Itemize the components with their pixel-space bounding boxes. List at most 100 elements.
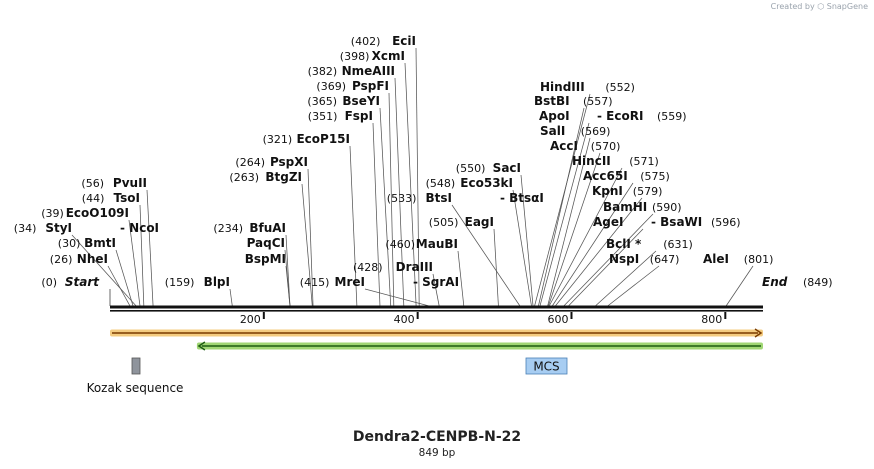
- site-connector: [301, 183, 313, 307]
- site-connector: [457, 250, 465, 307]
- site-enzyme-label: TsoI: [114, 191, 140, 205]
- site-connector: [285, 234, 291, 307]
- site-connector: [364, 288, 430, 307]
- site-position-label: (264): [235, 156, 265, 169]
- site-position-label: (351): [308, 110, 338, 123]
- ruler-tick-label: 200: [240, 313, 261, 326]
- site-enzyme-label: EcoO109I: [66, 206, 129, 220]
- site-enzyme-label: BfuAI: [249, 221, 286, 235]
- site-connector: [115, 249, 134, 307]
- site-position-label: (382): [308, 65, 338, 78]
- site-enzyme-label: AleI: [703, 252, 729, 266]
- site-enzyme-label: BseYI: [342, 94, 380, 108]
- site-connector: [534, 93, 591, 307]
- site-pair-label: - BtsαI: [500, 191, 544, 205]
- site-connector: [568, 228, 644, 307]
- site-position-label: (365): [307, 95, 337, 108]
- site-position-label: (575): [640, 170, 670, 183]
- site-connector: [372, 122, 381, 307]
- site-connector: [493, 228, 499, 307]
- site-position-label: (321): [263, 133, 293, 146]
- site-connector: [432, 273, 440, 307]
- site-enzyme-label: AgeI: [593, 215, 623, 229]
- site-enzyme-label: PspFI: [352, 79, 389, 93]
- site-enzyme-label: EciI: [392, 34, 416, 48]
- site-position-label: (428): [353, 261, 383, 274]
- site-position-label: (559): [657, 110, 687, 123]
- start-label: Start: [65, 275, 100, 289]
- ruler-tick-mark: [724, 312, 727, 319]
- site-connector: [451, 204, 521, 307]
- site-position-label: (647): [650, 253, 680, 266]
- sequence-length: 849 bp: [418, 447, 456, 459]
- site-enzyme-label: BspMI: [245, 252, 286, 266]
- site-connector: [551, 182, 634, 307]
- site-position-label: (571): [629, 155, 659, 168]
- site-position-label: (460): [385, 238, 415, 251]
- site-position-label: (801): [744, 253, 774, 266]
- site-pair-label: - NcoI: [120, 221, 159, 235]
- site-enzyme-label: FspI: [345, 109, 373, 123]
- site-position-label: (557): [583, 95, 613, 108]
- site-position-label: (398): [340, 50, 370, 63]
- ruler-tick-mark: [570, 312, 573, 319]
- site-enzyme-label: MauBI: [416, 237, 458, 251]
- site-position-label: (415): [300, 276, 330, 289]
- site-connector: [379, 107, 392, 307]
- site-enzyme-label: KpnI: [592, 184, 623, 198]
- feature-mcs-label: MCS: [533, 360, 559, 374]
- site-connector: [128, 219, 141, 307]
- site-position-label: (39): [41, 207, 64, 220]
- site-position-label: (570): [591, 140, 621, 153]
- site-position-label: (56): [81, 177, 104, 190]
- backbone-bottom-strand: [110, 310, 763, 312]
- site-enzyme-label: BlpI: [204, 275, 230, 289]
- site-enzyme-label: StyI: [45, 221, 72, 235]
- site-connector: [107, 265, 131, 307]
- site-position-label: (30): [58, 237, 81, 250]
- site-connector: [539, 122, 590, 307]
- site-enzyme-label: NheI: [77, 252, 108, 266]
- site-enzyme-label: BstBI: [534, 94, 570, 108]
- site-pair-label: - BsaWI: [651, 215, 702, 229]
- site-enzyme-label: DraIII: [396, 260, 433, 274]
- ruler-tick-mark: [416, 312, 419, 319]
- site-connector: [725, 265, 754, 307]
- ruler-tick-label: 800: [701, 313, 722, 326]
- site-position-label: (263): [229, 171, 259, 184]
- site-enzyme-label: AccI: [550, 139, 578, 153]
- snapgene-credit: Created by ⬡ SnapGene: [770, 2, 868, 11]
- ruler-tick-mark: [262, 312, 265, 319]
- sequence-name: Dendra2-CENPB-N-22: [352, 429, 522, 445]
- feature-mcs-box: [525, 357, 568, 375]
- site-position-label: (550): [456, 162, 486, 175]
- site-enzyme-label: BamHI: [603, 200, 647, 214]
- site-position-label: (44): [82, 192, 105, 205]
- site-pair-label: - SgrAI: [413, 275, 459, 289]
- site-position-label: (34): [14, 222, 37, 235]
- site-connector: [349, 145, 358, 307]
- feature-kozak-label: Kozak sequence: [87, 381, 184, 395]
- site-connector: [415, 47, 420, 307]
- site-enzyme-label: NmeAIII: [342, 64, 395, 78]
- site-connector: [548, 152, 601, 307]
- site-position-label: (159): [165, 276, 195, 289]
- site-enzyme-label: Acc65I: [583, 169, 628, 183]
- site-connector: [595, 250, 657, 307]
- site-position-label: (590): [652, 201, 682, 214]
- site-pair-label: - EcoRI: [597, 109, 643, 123]
- site-enzyme-label: NspI: [609, 252, 639, 266]
- ruler-tick-label: 600: [547, 313, 568, 326]
- site-position-label: (579): [633, 185, 663, 198]
- site-enzyme-label: Eco53kI: [460, 176, 513, 190]
- site-enzyme-label: BtgZI: [265, 170, 302, 184]
- site-enzyme-label: XcmI: [372, 49, 405, 63]
- site-enzyme-label: EcoP15I: [296, 132, 350, 146]
- site-position-label: (234): [213, 222, 243, 235]
- site-connector: [388, 92, 395, 307]
- site-connector: [555, 197, 643, 307]
- site-position-label: (26): [50, 253, 73, 266]
